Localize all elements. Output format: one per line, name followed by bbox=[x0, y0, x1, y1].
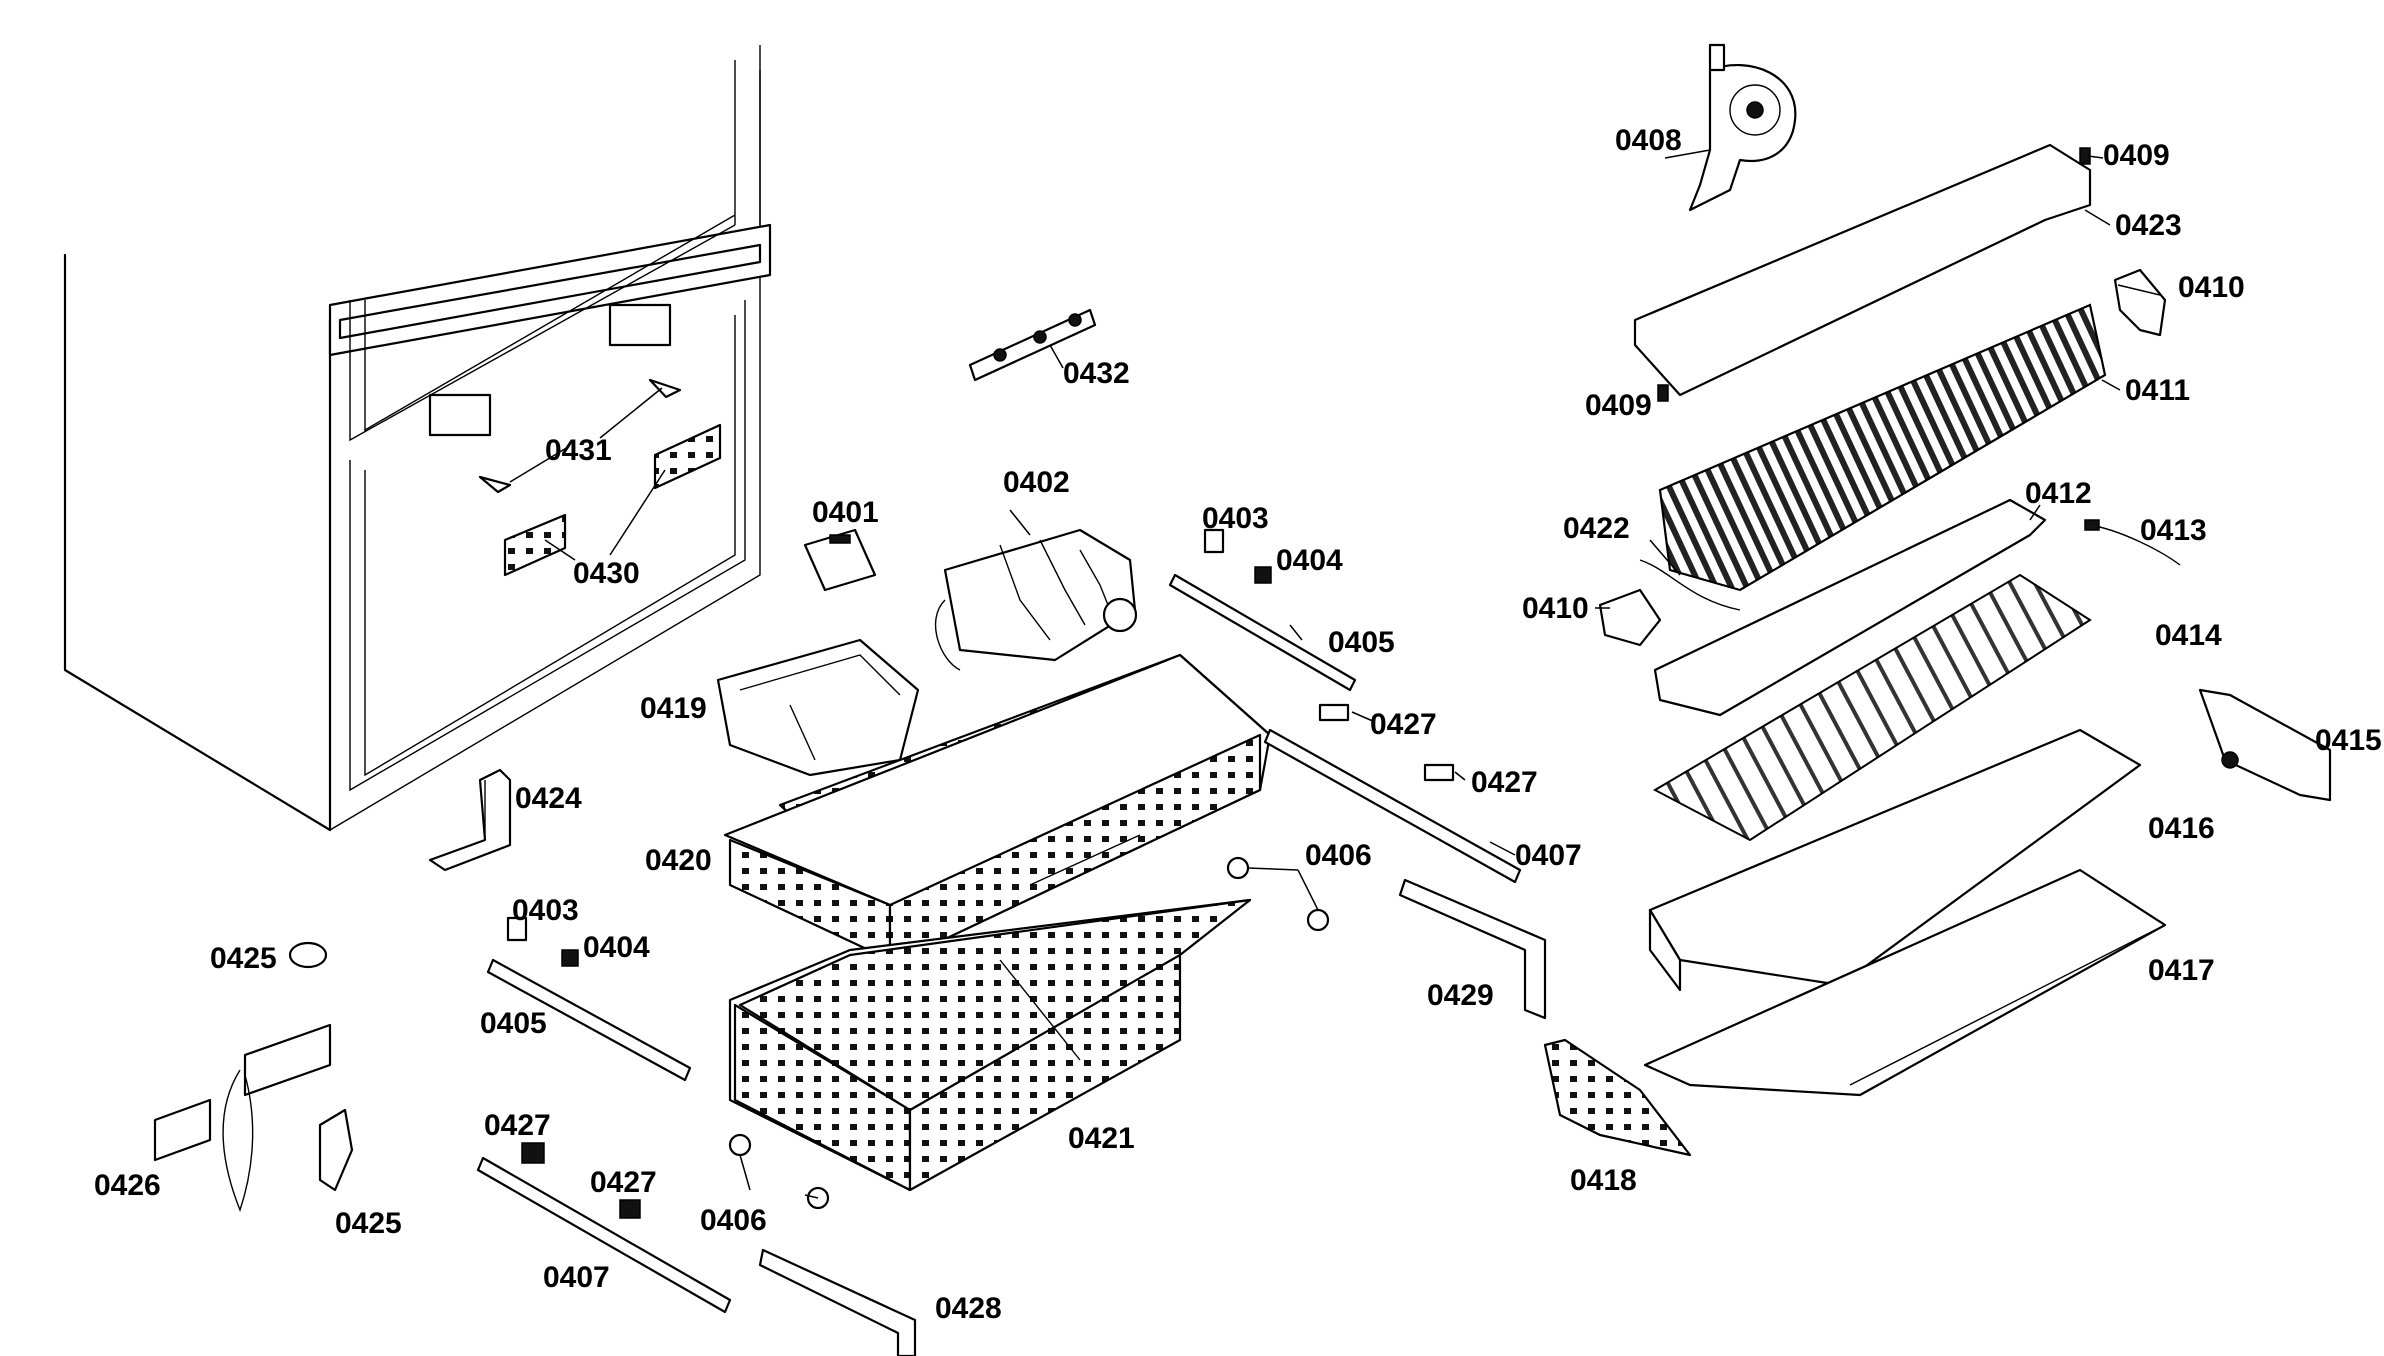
cabinet-pin-0431 bbox=[478, 378, 682, 494]
label-0415: 0415 bbox=[2315, 724, 2382, 757]
label-0414: 0414 bbox=[2155, 619, 2222, 652]
label-0409: 0409 bbox=[2103, 139, 2170, 172]
label-0424: 0424 bbox=[515, 782, 582, 815]
label-0403: 0403 bbox=[1202, 502, 1269, 535]
cabinet-vent-0430 bbox=[503, 423, 722, 577]
label-0406: 0406 bbox=[700, 1204, 767, 1237]
label-0407: 0407 bbox=[543, 1261, 610, 1294]
label-0419: 0419 bbox=[640, 692, 707, 725]
label-0409: 0409 bbox=[1585, 389, 1652, 422]
label-0412: 0412 bbox=[2025, 477, 2092, 510]
part-0402-icemaker bbox=[934, 528, 1138, 671]
label-0403: 0403 bbox=[512, 894, 579, 927]
label-0427: 0427 bbox=[484, 1109, 551, 1142]
cabinet-body bbox=[63, 45, 772, 832]
part-0418-grille bbox=[1543, 1038, 1692, 1157]
part-0421-lower-basket bbox=[728, 898, 1252, 1192]
part-0408-fan bbox=[1688, 43, 1797, 212]
label-0402: 0402 bbox=[1003, 466, 1070, 499]
label-0417: 0417 bbox=[2148, 954, 2215, 987]
label-0420: 0420 bbox=[645, 844, 712, 877]
part-0410-bracket bbox=[1598, 268, 2167, 647]
part-0415-plate bbox=[2198, 688, 2332, 802]
label-0427: 0427 bbox=[590, 1166, 657, 1199]
part-0407-slides bbox=[476, 728, 1522, 1314]
label-0404: 0404 bbox=[583, 931, 650, 964]
part-0404-clips bbox=[561, 566, 1272, 967]
part-0425-parts bbox=[288, 941, 354, 1192]
label-0405: 0405 bbox=[1328, 626, 1395, 659]
label-0423: 0423 bbox=[2115, 209, 2182, 242]
label-0430: 0430 bbox=[573, 557, 640, 590]
part-0416-duct bbox=[1648, 728, 2142, 992]
label-0422: 0422 bbox=[1563, 512, 1630, 545]
label-0410: 0410 bbox=[1522, 592, 1589, 625]
leader-lines bbox=[509, 149, 2161, 1199]
part-0405-slides bbox=[486, 573, 1357, 1082]
label-0418: 0418 bbox=[1570, 1164, 1637, 1197]
label-0408: 0408 bbox=[1615, 124, 1682, 157]
part-labels: 0401 0402 0403 0404 0405 0427 0427 0407 … bbox=[94, 124, 2382, 1325]
label-0406: 0406 bbox=[1305, 839, 1372, 872]
part-0427-clips bbox=[521, 703, 1455, 1219]
part-0401-module bbox=[803, 528, 877, 592]
part-0414-heater bbox=[1652, 573, 2092, 842]
part-0426-gasket bbox=[153, 1023, 332, 1213]
part-0413-sensor bbox=[2084, 519, 2181, 566]
label-0413: 0413 bbox=[2140, 514, 2207, 547]
part-0420-upper-basket bbox=[723, 653, 1272, 967]
label-0421: 0421 bbox=[1068, 1122, 1135, 1155]
label-0427: 0427 bbox=[1471, 766, 1538, 799]
label-0425: 0425 bbox=[335, 1207, 402, 1240]
label-0428: 0428 bbox=[935, 1292, 1002, 1325]
label-0410: 0410 bbox=[2178, 271, 2245, 304]
label-0405: 0405 bbox=[480, 1007, 547, 1040]
label-0401: 0401 bbox=[812, 496, 879, 529]
label-0416: 0416 bbox=[2148, 812, 2215, 845]
part-0417-panel bbox=[1643, 868, 2167, 1097]
label-0425: 0425 bbox=[210, 942, 277, 975]
label-0432: 0432 bbox=[1063, 357, 1130, 390]
part-0429-bracket bbox=[1398, 878, 1547, 1020]
part-0432-rail bbox=[968, 308, 1097, 382]
label-0411: 0411 bbox=[2125, 374, 2190, 407]
label-0407: 0407 bbox=[1515, 839, 1582, 872]
part-0419-tray bbox=[716, 638, 920, 777]
part-0403-clips bbox=[506, 528, 1225, 942]
part-0424-bracket bbox=[428, 768, 512, 872]
label-0404: 0404 bbox=[1276, 544, 1343, 577]
label-0427: 0427 bbox=[1370, 708, 1437, 741]
part-0422-wire bbox=[1639, 559, 1741, 611]
part-0412-trough bbox=[1653, 498, 2047, 717]
part-0423-cover bbox=[1633, 143, 2092, 397]
part-0428-bracket bbox=[758, 1248, 917, 1356]
label-0429: 0429 bbox=[1427, 979, 1494, 1012]
part-0406-wheels bbox=[728, 856, 1330, 1210]
label-0431: 0431 bbox=[545, 434, 612, 467]
part-0411-evaporator bbox=[1658, 303, 2107, 592]
label-0426: 0426 bbox=[94, 1169, 161, 1202]
